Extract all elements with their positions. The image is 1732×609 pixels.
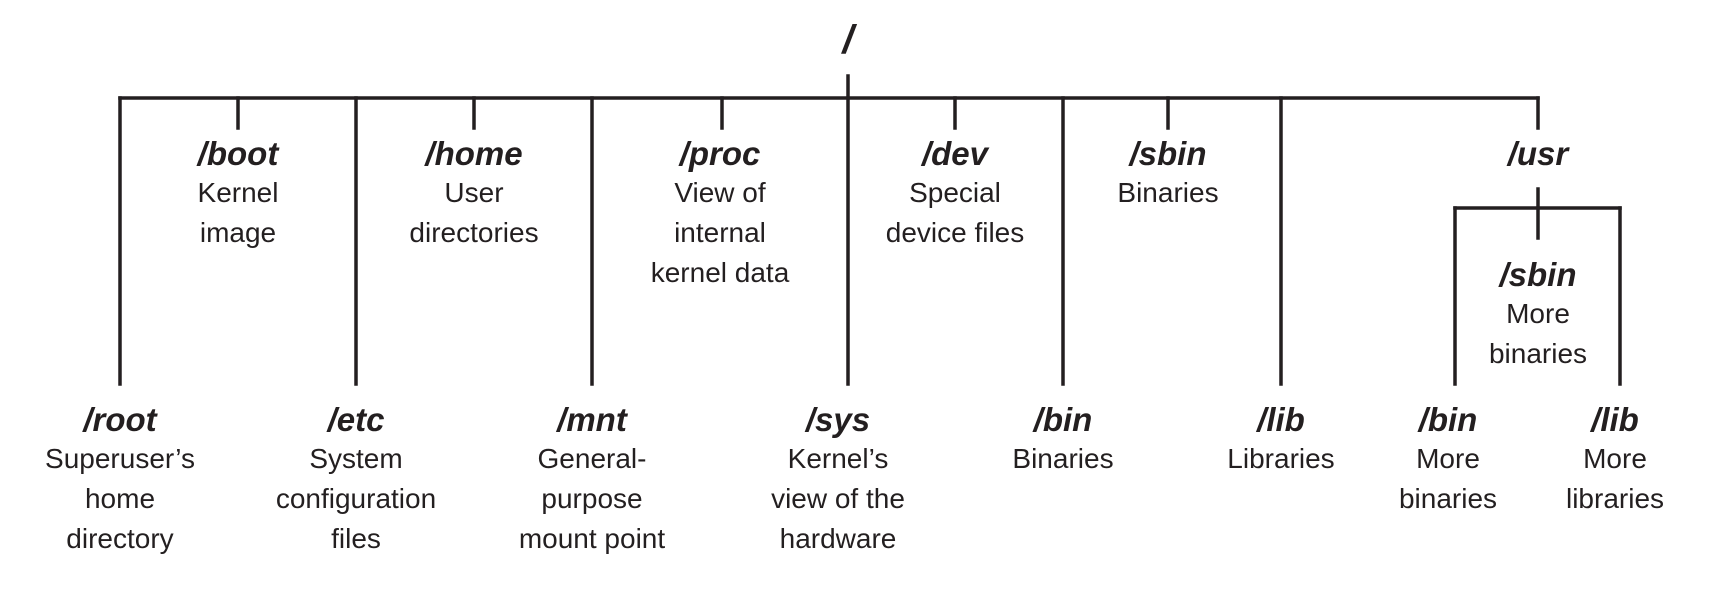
dir-path: /proc — [679, 135, 761, 172]
dir-desc-line: More — [1583, 443, 1647, 474]
dir-desc-line: Special — [909, 177, 1001, 208]
dir-desc-line: Binaries — [1012, 443, 1114, 474]
dir-path: /sbin — [1129, 135, 1207, 172]
dir-bin: /bin Binaries — [1012, 400, 1113, 479]
dir-dev: /dev Special device files — [886, 134, 1025, 253]
dir-etc: /etc System configuration files — [276, 400, 436, 559]
dir-desc-line: home — [84, 483, 156, 514]
dir-path: /sys — [805, 401, 871, 438]
dir-desc-line: device files — [885, 217, 1025, 248]
dir-sbin: /sbin Binaries — [1117, 134, 1218, 213]
dir-path: /bin — [1418, 401, 1478, 438]
dir-desc-line: libraries — [1565, 483, 1665, 514]
dir-path: /bin — [1033, 401, 1093, 438]
dir-desc-line: Kernel — [197, 177, 279, 208]
dir-desc-line: More — [1506, 298, 1570, 329]
dir-boot: /boot Kernel image — [198, 134, 279, 253]
dir-desc-line: More — [1416, 443, 1480, 474]
dir-desc-line: Kernel’s — [787, 443, 889, 474]
dir-desc-line: image — [199, 217, 277, 248]
dir-desc-line: Libraries — [1227, 443, 1335, 474]
dir-desc-line: files — [331, 523, 381, 554]
dir-path: /dev — [921, 135, 989, 172]
dir-desc-line: view of the — [771, 483, 905, 514]
dir-desc-line: configuration — [275, 483, 437, 514]
dir-desc-line: General- — [537, 443, 647, 474]
dir-desc-line: internal — [674, 217, 766, 248]
dir-path: /usr — [1507, 135, 1569, 172]
dir-desc-line: View of — [674, 177, 766, 208]
dir-usr-sbin: /sbin More binaries — [1489, 255, 1587, 374]
dir-desc-line: Binaries — [1117, 177, 1219, 208]
dir-desc-line: binaries — [1398, 483, 1498, 514]
dir-lib: /lib Libraries — [1227, 400, 1334, 479]
dir-path: /root — [83, 401, 157, 438]
dir-desc-line: hardware — [779, 523, 897, 554]
dir-proc: /proc View of internal kernel data — [651, 134, 790, 293]
dir-path: /home — [425, 135, 523, 172]
dir-path: /etc — [327, 401, 385, 438]
dir-desc-line: binaries — [1488, 338, 1588, 369]
dir-desc-line: System — [309, 443, 403, 474]
dir-home: /home User directories — [409, 134, 538, 253]
dir-desc-line: directories — [409, 217, 539, 248]
dir-path: /lib — [1591, 401, 1639, 438]
dir-path: /mnt — [557, 401, 627, 438]
dir-path: /boot — [197, 135, 279, 172]
dir-desc-line: mount point — [518, 523, 666, 554]
root-directory-label: / — [842, 18, 854, 62]
dir-desc-line: purpose — [541, 483, 643, 514]
dir-desc-line: Superuser’s — [45, 443, 195, 474]
dir-usr-lib: /lib More libraries — [1566, 400, 1664, 519]
dir-desc-line: kernel data — [650, 257, 790, 288]
dir-path: /sbin — [1499, 256, 1577, 293]
dir-root: /root Superuser’s home directory — [45, 400, 195, 559]
dir-usr-bin: /bin More binaries — [1399, 400, 1497, 519]
dir-mnt: /mnt General- purpose mount point — [519, 400, 665, 559]
dir-path: /lib — [1257, 401, 1305, 438]
dir-usr: /usr — [1508, 134, 1569, 173]
dir-desc-line: User — [444, 177, 504, 208]
dir-sys: /sys Kernel’s view of the hardware — [771, 400, 905, 559]
dir-desc-line: directory — [66, 523, 174, 554]
